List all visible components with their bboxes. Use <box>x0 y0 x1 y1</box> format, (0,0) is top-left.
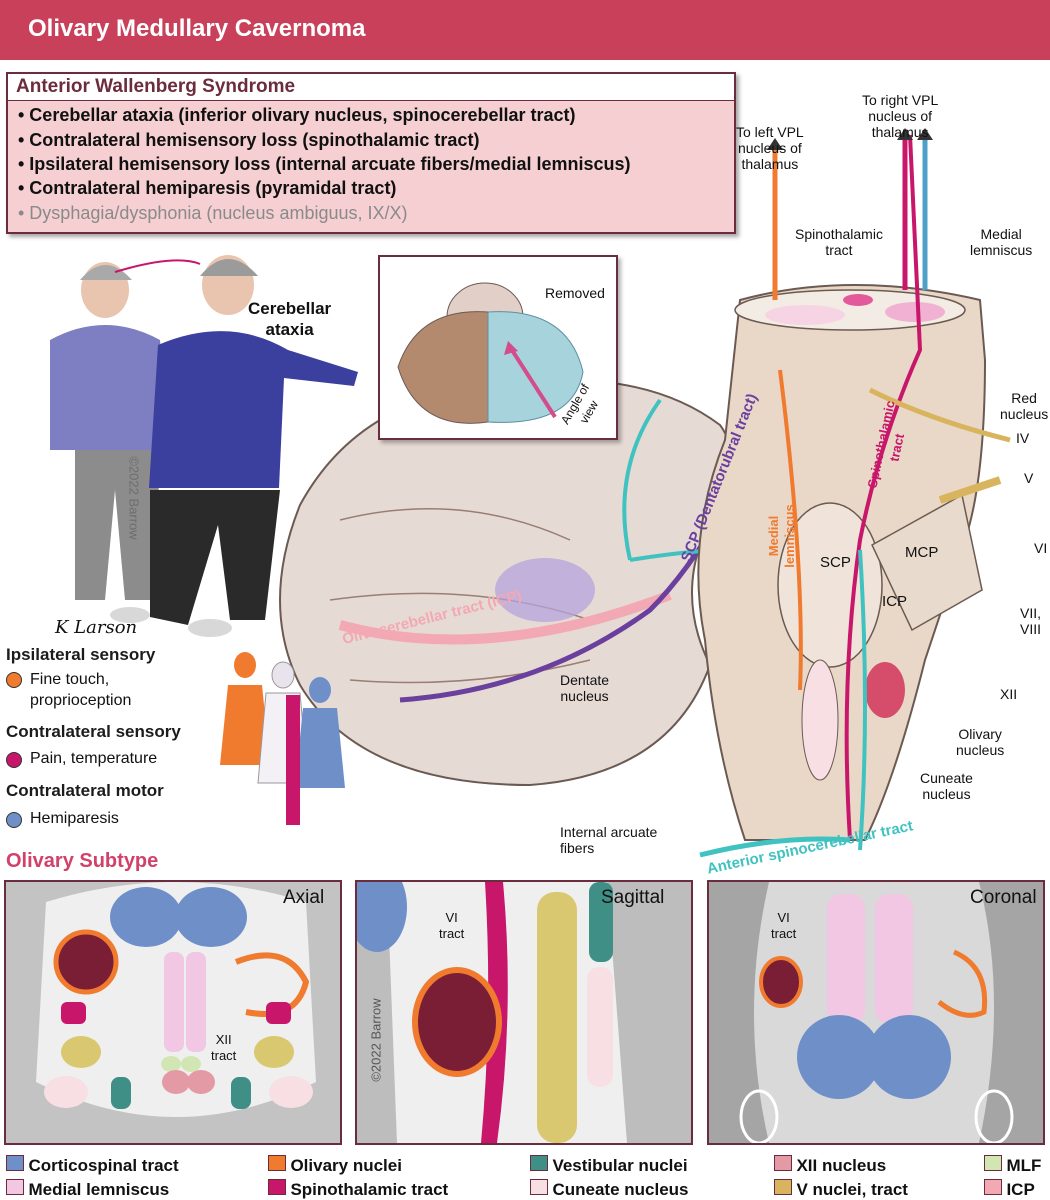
syndrome-header: Anterior Wallenberg Syndrome <box>8 74 734 101</box>
sensory-figures <box>220 652 345 825</box>
cuneate-nucleus-label: Cuneate nucleus <box>920 770 973 802</box>
key-label: V nuclei, tract <box>796 1180 908 1199</box>
cranial-nerve-xii-label: XII <box>1000 686 1018 702</box>
cranial-nerve-v-label: V <box>1024 470 1034 486</box>
key-xii-nucleus: XII nucleus <box>774 1155 886 1176</box>
sagittal-label: Sagittal <box>601 887 665 908</box>
symptom-4: • Contralateral hemiparesis (pyramidal t… <box>18 178 397 198</box>
key-label: Spinothalamic tract <box>290 1180 449 1199</box>
sagittal-panel: Sagittal VI tract ©2022 Barrow <box>355 880 693 1145</box>
syndrome-title: Anterior Wallenberg Syndrome <box>16 76 296 97</box>
syndrome-box: Anterior Wallenberg Syndrome • Cerebella… <box>6 72 736 234</box>
sagittal-illustration <box>357 882 691 1143</box>
key-swatch <box>774 1155 792 1171</box>
contra-motor-item: Hemiparesis <box>30 810 119 827</box>
key-label: XII nucleus <box>796 1156 887 1175</box>
brainstem <box>697 128 1011 858</box>
copyright-sagittal: ©2022 Barrow <box>368 998 384 1082</box>
coronal-panel: Coronal VI tract <box>707 880 1045 1145</box>
coronal-annotation: VI tract <box>771 910 797 941</box>
mcp-label: MCP <box>905 544 939 561</box>
key-olivary-nuclei: Olivary nuclei <box>268 1155 402 1176</box>
scp-label: SCP <box>820 554 851 571</box>
key-swatch <box>268 1155 286 1171</box>
inset-removed-label: Removed <box>545 285 605 301</box>
internal-arcuate-label: Internal arcuate fibers <box>560 824 658 856</box>
key-label: Cuneate nucleus <box>552 1180 689 1199</box>
cerebellar-ataxia-label: Cerebellar ataxia <box>248 299 332 339</box>
sagittal-annotation: VI tract <box>439 910 465 941</box>
contra-sensory-heading: Contralateral sensory <box>6 722 181 741</box>
dentate-nucleus-label: Dentate nucleus <box>560 672 610 704</box>
key-icp: ICP <box>984 1179 1035 1200</box>
cranial-nerve-iv-label: IV <box>1016 430 1030 446</box>
header-banner <box>0 0 1050 60</box>
key-label: Medial lemniscus <box>28 1180 170 1199</box>
ipsi-sensory-dot <box>6 672 22 688</box>
key-mlf: MLF <box>984 1155 1041 1176</box>
spinothalamic-tract-label: Spinothalamic tract <box>795 226 883 258</box>
copyright-figure: ©2022 Barrow <box>126 456 142 540</box>
coronal-illustration <box>709 882 1043 1143</box>
key-swatch <box>774 1179 792 1195</box>
artist-signature: K Larson <box>55 617 138 638</box>
olivary-nucleus-label: Olivary nucleus <box>956 726 1005 758</box>
patient-figure <box>50 255 358 637</box>
medial-lemniscus-tract-label: Medial lemniscus <box>765 504 797 568</box>
icp-label: ICP <box>882 593 908 610</box>
olivary-subtype-title: Olivary Subtype <box>6 850 159 872</box>
axial-annotation: XII tract <box>211 1032 237 1063</box>
key-medial-lemniscus: Medial lemniscus <box>6 1179 169 1200</box>
key-swatch <box>530 1155 548 1171</box>
key-swatch <box>6 1155 24 1171</box>
axial-panel: Axial XII tract <box>4 880 342 1145</box>
right-vpl-label: To right VPL nucleus of thalamus <box>862 92 939 140</box>
key-label: MLF <box>1006 1156 1042 1175</box>
inset-illustration <box>397 282 584 424</box>
key-label: Olivary nuclei <box>290 1156 402 1175</box>
medial-lemniscus-label: Medial lemniscus <box>970 226 1033 258</box>
contra-motor-heading: Contralateral motor <box>6 781 164 800</box>
symptom-5: • Dysphagia/dysphonia (nucleus ambiguus,… <box>18 203 408 223</box>
contra-sensory-item: Pain, temperature <box>30 750 158 767</box>
coronal-label: Coronal <box>970 887 1037 908</box>
key-swatch <box>6 1179 24 1195</box>
left-vpl-label: To left VPL nucleus of thalamus <box>736 124 804 172</box>
key-swatch <box>984 1179 1002 1195</box>
key-corticospinal: Corticospinal tract <box>6 1155 179 1176</box>
key-swatch <box>268 1179 286 1195</box>
key-label: Vestibular nuclei <box>552 1156 688 1175</box>
cranial-nerve-vi-label: VI <box>1034 540 1048 556</box>
key-swatch <box>984 1155 1002 1171</box>
contra-sensory-dot <box>6 752 22 768</box>
key-spinothalamic: Spinothalamic tract <box>268 1179 448 1200</box>
axial-illustration <box>6 882 340 1143</box>
key-cuneate: Cuneate nucleus <box>530 1179 689 1200</box>
inset-view: Removed Angle of view <box>378 255 618 440</box>
cranial-nerve-vii-viii-label: VII, VIII <box>1020 605 1042 637</box>
key-vestibular: Vestibular nuclei <box>530 1155 688 1176</box>
symptom-2: • Contralateral hemisensory loss (spinot… <box>18 130 480 150</box>
ipsi-sensory-item: Fine touch, proprioception <box>30 671 132 709</box>
contra-motor-dot <box>6 812 22 828</box>
page-title: Olivary Medullary Cavernoma <box>28 15 366 42</box>
symptom-1: • Cerebellar ataxia (inferior olivary nu… <box>18 105 576 125</box>
axial-label: Axial <box>283 887 325 908</box>
key-swatch <box>530 1179 548 1195</box>
key-v-nuclei: V nuclei, tract <box>774 1179 908 1200</box>
key-label: ICP <box>1006 1180 1035 1199</box>
symptom-3: • Ipsilateral hemisensory loss (internal… <box>18 154 631 174</box>
ipsi-sensory-heading: Ipsilateral sensory <box>6 645 156 664</box>
key-label: Corticospinal tract <box>28 1156 179 1175</box>
red-nucleus-label: Red nucleus <box>1000 390 1049 422</box>
